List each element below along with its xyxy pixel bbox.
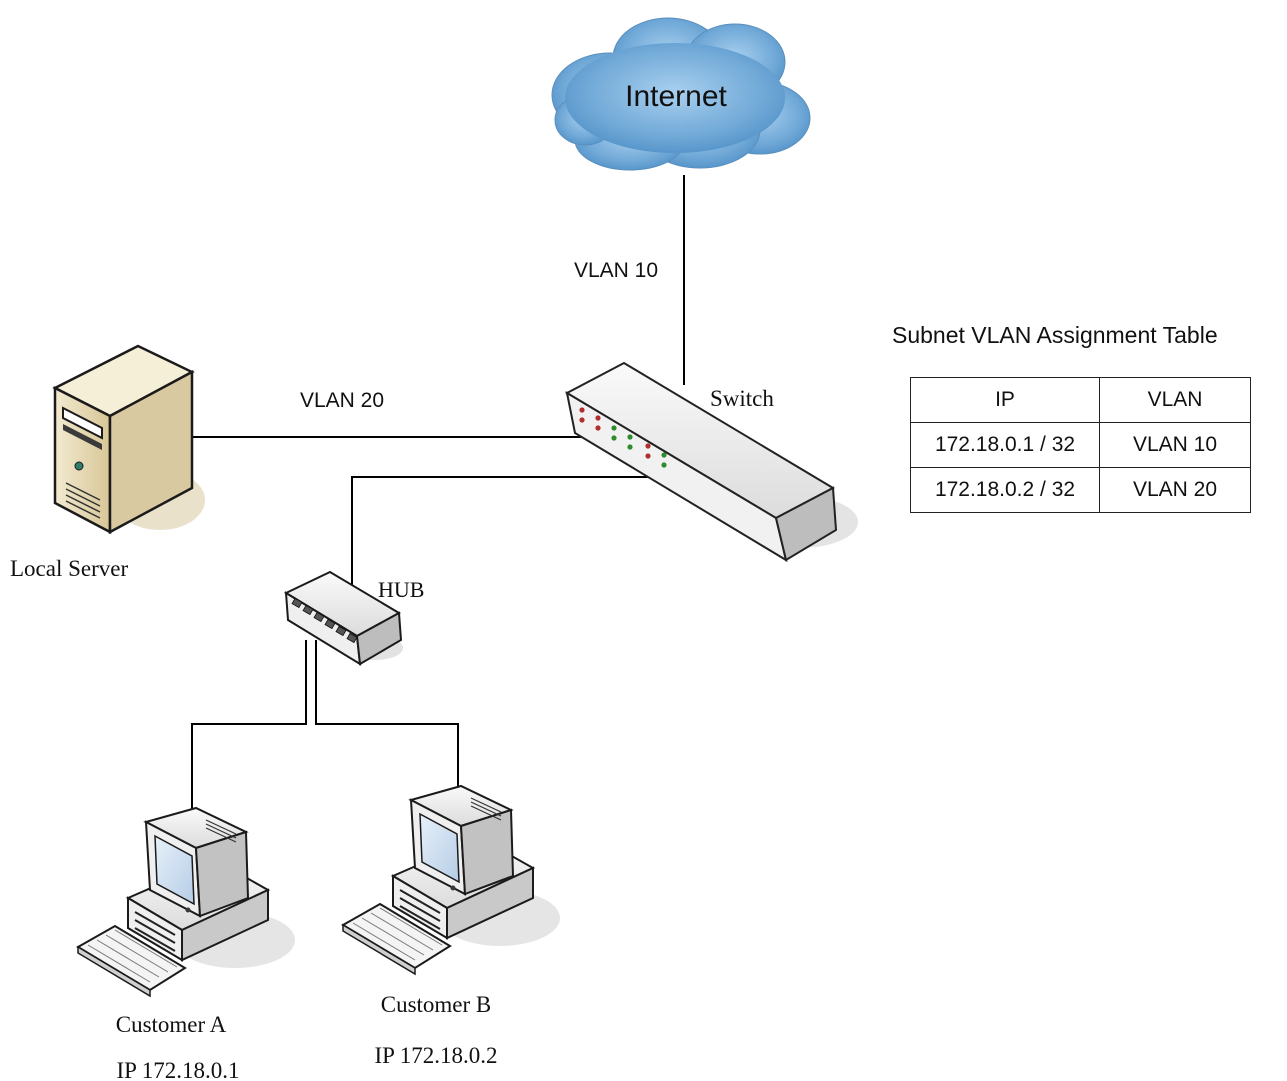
vlan10-link-label: VLAN 10 xyxy=(574,259,658,282)
hub-icon xyxy=(283,570,403,666)
table-cell-ip: 172.18.0.2 / 32 xyxy=(910,467,1100,513)
customer-b-ip: IP 172.18.0.2 xyxy=(374,1043,497,1068)
vlan-assignment-table: IP VLAN 172.18.0.1 / 32 VLAN 10 172.18.0… xyxy=(910,377,1251,513)
customer-b-computer-icon xyxy=(341,784,560,976)
hub-customer-b-link xyxy=(315,640,459,790)
switch-leds xyxy=(579,407,667,468)
customer-a-computer-icon xyxy=(76,806,295,998)
table-cell-vlan: VLAN 10 xyxy=(1099,422,1251,468)
internet-cloud: Internet xyxy=(551,17,811,171)
table-cell-vlan: VLAN 20 xyxy=(1099,467,1251,513)
switch-label: Switch xyxy=(710,386,774,411)
table-header-row: IP VLAN xyxy=(910,377,1251,423)
server-label: Local Server xyxy=(10,556,128,581)
vlan20-link-label: VLAN 20 xyxy=(300,389,384,412)
ip-column-header: IP xyxy=(910,377,1100,423)
vlan-table-title: Subnet VLAN Assignment Table xyxy=(892,322,1218,348)
connections xyxy=(191,175,685,812)
table-row: 172.18.0.2 / 32 VLAN 20 xyxy=(910,467,1251,513)
table-row: 172.18.0.1 / 32 VLAN 10 xyxy=(910,422,1251,468)
switch-icon xyxy=(564,361,858,563)
vlan-column-header: VLAN xyxy=(1099,377,1251,423)
customer-a-ip: IP 172.18.0.1 xyxy=(116,1058,239,1081)
customer-a-name: Customer A xyxy=(116,1012,227,1037)
hub-label: HUB xyxy=(378,577,424,602)
table-cell-ip: 172.18.0.1 / 32 xyxy=(910,422,1100,468)
hub-switch-link xyxy=(351,476,665,600)
internet-label: Internet xyxy=(625,80,727,113)
customer-b-name: Customer B xyxy=(381,992,492,1017)
hub-customer-a-link xyxy=(191,640,307,812)
server-icon xyxy=(52,344,205,535)
